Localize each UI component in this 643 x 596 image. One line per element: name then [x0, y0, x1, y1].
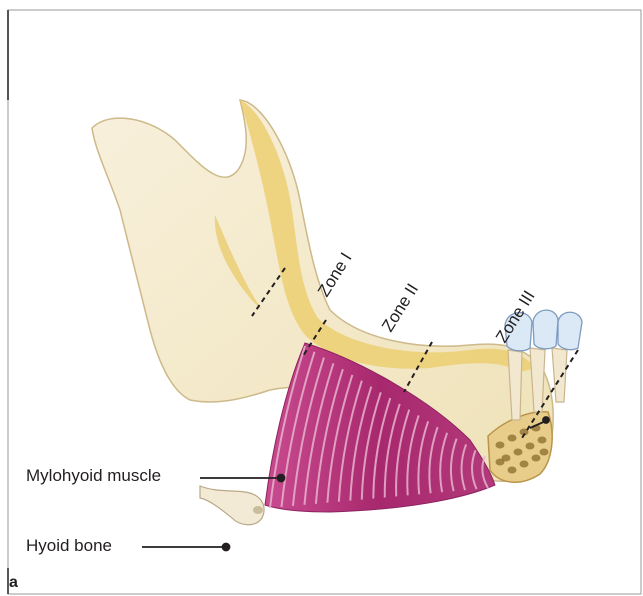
- tooth-2: [533, 310, 558, 349]
- trabecula-cell: [514, 449, 523, 456]
- section-leader-dot: [543, 417, 549, 423]
- trabecula-cell: [540, 449, 549, 456]
- panel-letter: a: [9, 574, 18, 592]
- hyoid-label: Hyoid bone: [26, 536, 112, 556]
- hyoid-detail: [253, 506, 263, 514]
- trabecula-cell: [526, 443, 535, 450]
- trabecula-cell: [496, 442, 505, 449]
- hyoid-bone-shape: [200, 486, 264, 525]
- trabecula-cell: [508, 435, 517, 442]
- trabecula-cell: [496, 459, 505, 466]
- trabecula-cell: [508, 467, 517, 474]
- hyoid-leader-dot: [223, 544, 230, 551]
- trabecula-cell: [538, 437, 547, 444]
- trabecula-cell: [532, 455, 541, 462]
- trabecula-cell: [520, 461, 529, 468]
- tooth-3: [558, 312, 582, 349]
- mylohyoid-leader-dot: [278, 475, 285, 482]
- tooth-roots: [508, 348, 567, 420]
- mylohyoid-label: Mylohyoid muscle: [26, 466, 161, 486]
